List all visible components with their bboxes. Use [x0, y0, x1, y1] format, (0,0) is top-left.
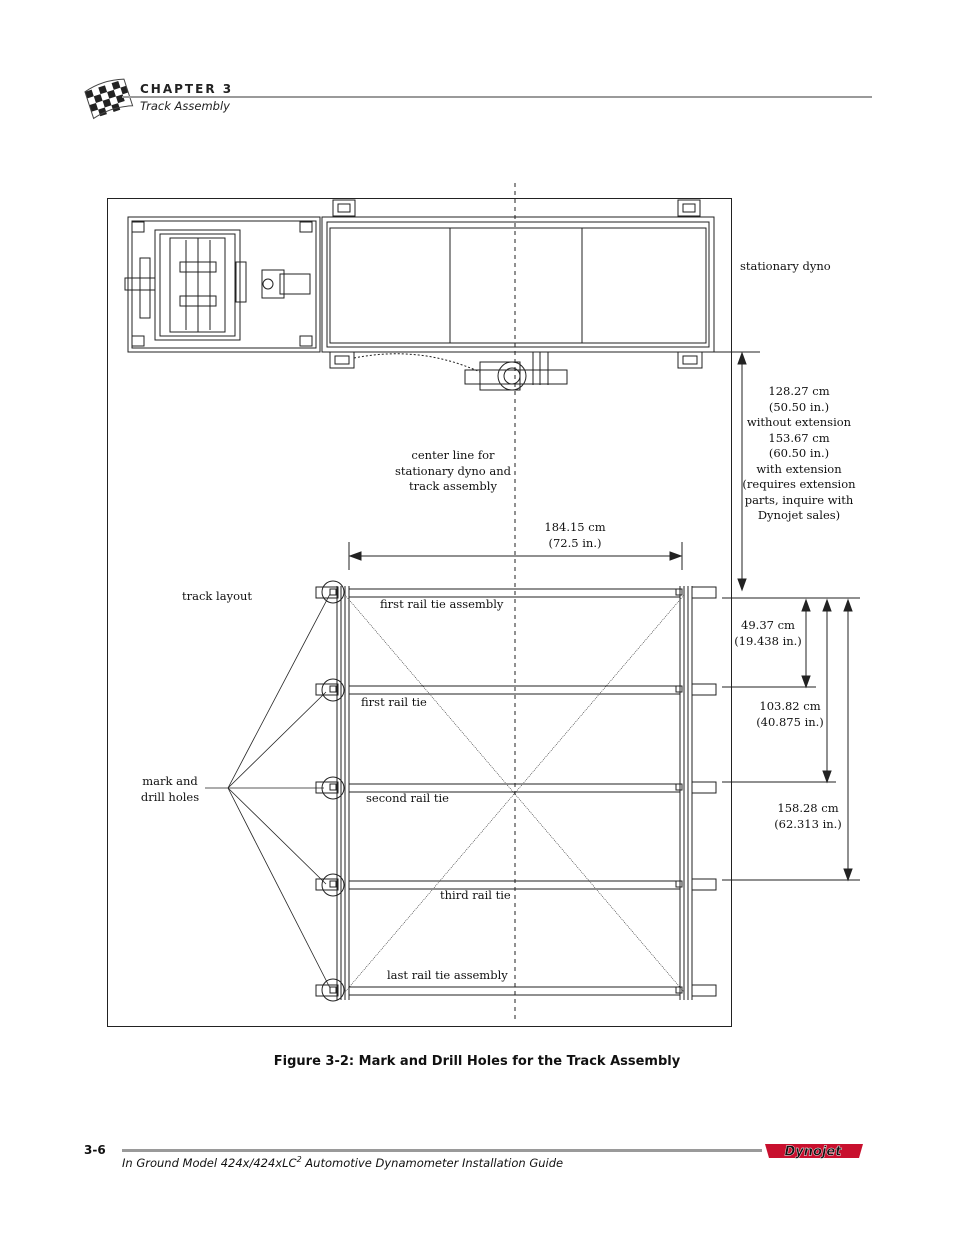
- label-dim-3: 158.28 cm (62.313 in.): [774, 801, 842, 831]
- drill-hole-circle: [321, 678, 345, 702]
- checkered-flag-icon: [84, 78, 134, 120]
- section-title: Track Assembly: [140, 99, 230, 113]
- label-first-rail-tie-assembly: first rail tie assembly: [380, 597, 504, 611]
- label-mark-and-drill: mark and drill holes: [140, 774, 200, 804]
- label-stationary-dyno: stationary dyno: [740, 259, 831, 273]
- label-last-rail-tie-assembly: last rail tie assembly: [387, 968, 508, 982]
- label-width-dimension: 184.15 cm (72.5 in.): [544, 520, 606, 550]
- stationary-dyno-drawing: [124, 199, 715, 391]
- track-layout-drawing: [315, 580, 717, 1002]
- label-offset-dimension: 128.27 cm (50.50 in.) without extension …: [742, 384, 856, 522]
- header-rule: [122, 96, 872, 98]
- svg-text:Dynojet: Dynojet: [785, 1145, 843, 1160]
- label-third-rail-tie: third rail tie: [440, 888, 511, 902]
- footer-rule: [122, 1149, 762, 1152]
- page-number: 3-6: [84, 1143, 106, 1157]
- chapter-label: CHAPTER 3: [140, 82, 234, 96]
- footer-title: In Ground Model 424x/424xLC2 Automotive …: [122, 1155, 564, 1170]
- drill-hole-circle: [321, 580, 345, 604]
- figure-caption: Figure 3-2: Mark and Drill Holes for the…: [273, 1054, 681, 1069]
- label-second-rail-tie: second rail tie: [366, 791, 449, 805]
- dynojet-logo: Dynojet: [765, 1144, 863, 1160]
- label-dim-2: 103.82 cm (40.875 in.): [756, 699, 824, 729]
- drill-hole-circle: [321, 978, 345, 1002]
- label-track-layout: track layout: [182, 589, 253, 603]
- label-first-rail-tie: first rail tie: [361, 695, 427, 709]
- tie-spacing-dimensions: [722, 597, 860, 882]
- width-dimension: [348, 542, 683, 570]
- drill-hole-leaders: [205, 593, 331, 989]
- drill-hole-circle: [321, 873, 345, 897]
- figure-frame: [107, 198, 732, 1027]
- label-center-line: center line for stationary dyno and trac…: [395, 448, 511, 493]
- offset-dimension: [712, 351, 760, 592]
- label-dim-1: 49.37 cm (19.438 in.): [734, 618, 802, 648]
